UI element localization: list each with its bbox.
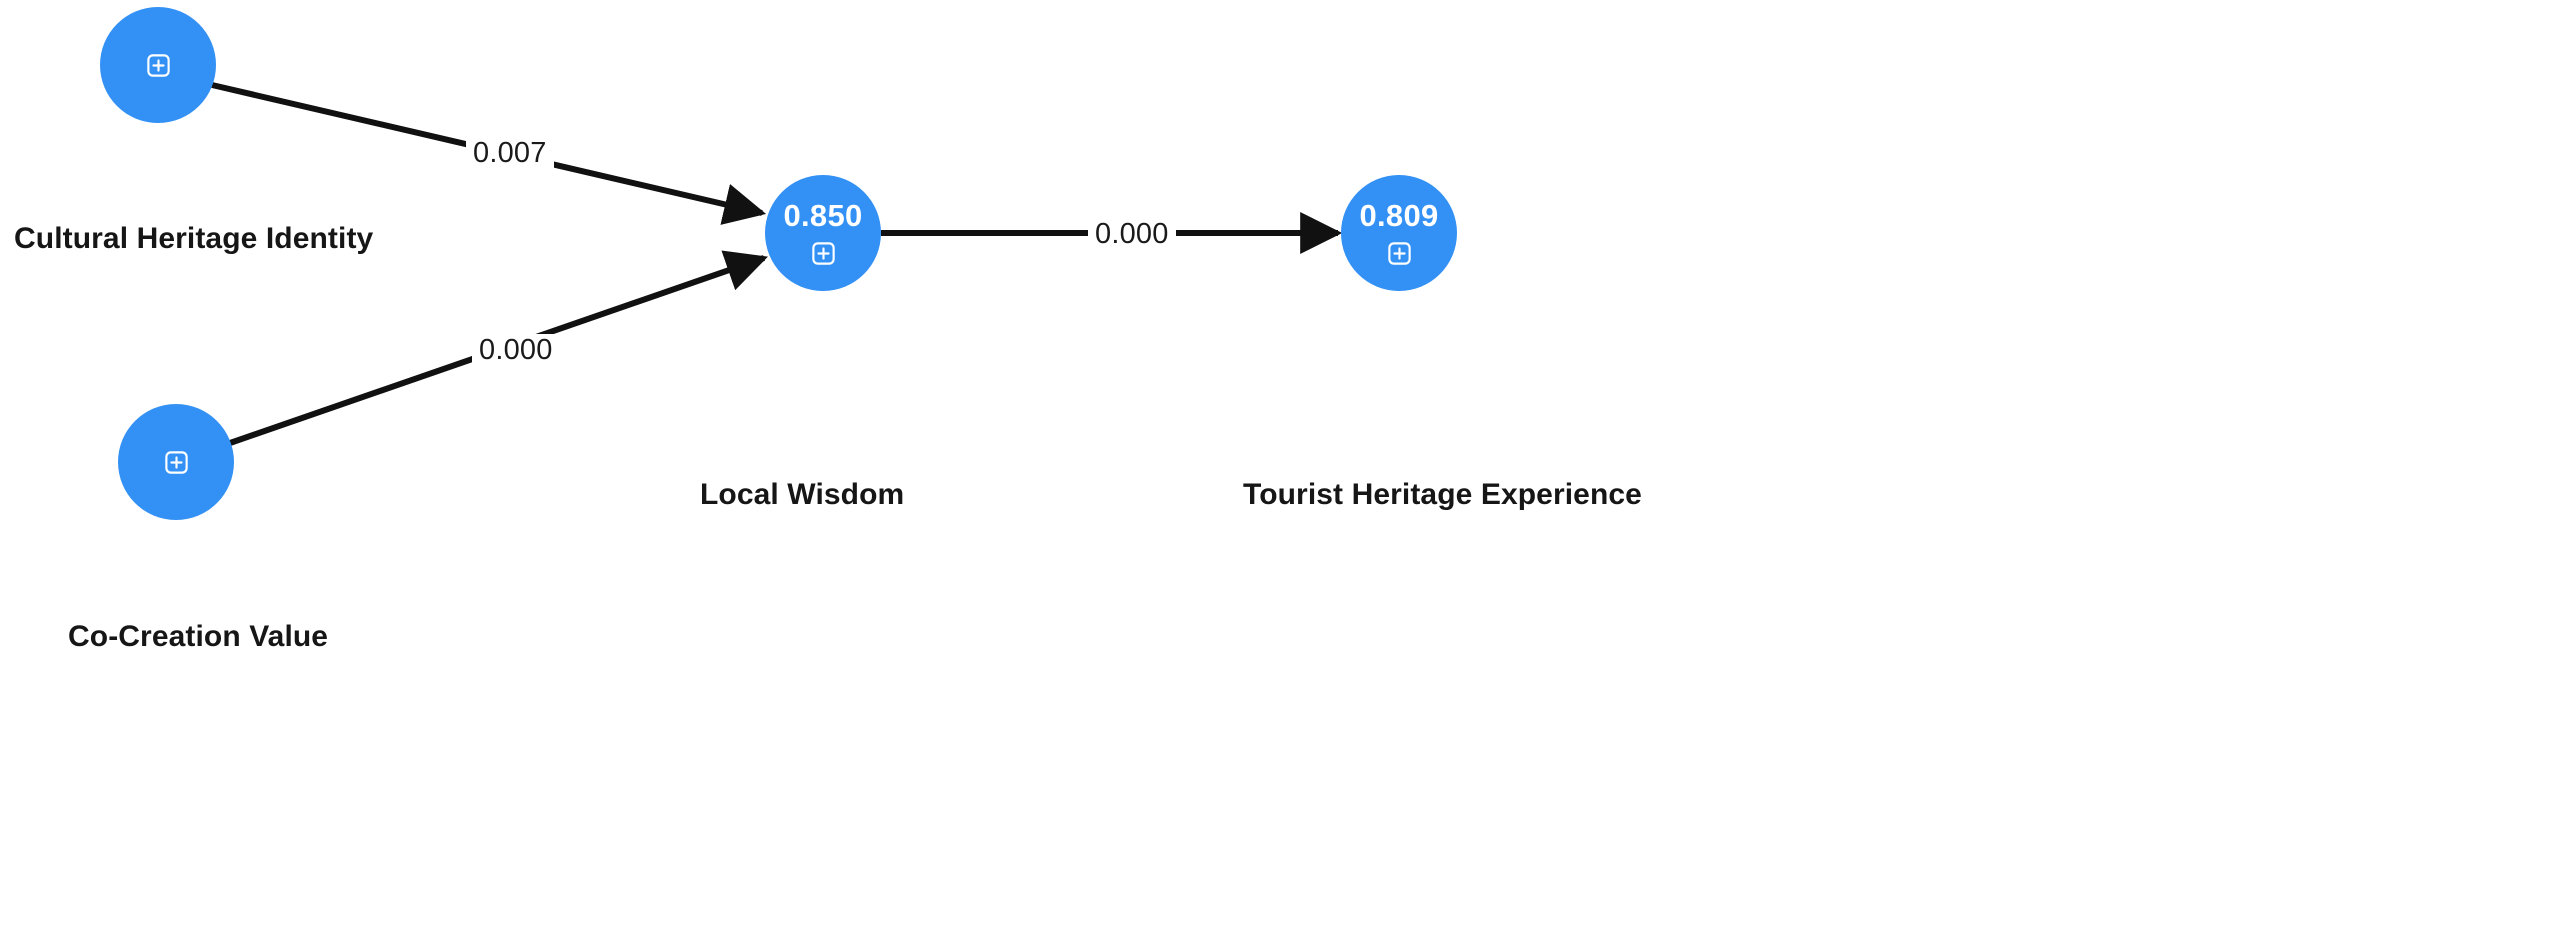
edge-label-chi-to-lw: 0.007 (466, 137, 554, 170)
node-cultural-heritage-identity[interactable] (100, 7, 216, 123)
node-tourist-heritage-experience[interactable]: 0.809 (1341, 175, 1457, 291)
node-label-local-wisdom: Local Wisdom (700, 478, 905, 511)
node-co-creation-value[interactable] (118, 404, 234, 520)
node-value-tourist-heritage-experience: 0.809 (1359, 197, 1439, 233)
edge-label-lw-to-the: 0.000 (1088, 218, 1176, 251)
node-local-wisdom[interactable]: 0.850 (765, 175, 881, 291)
edge-label-ccv-to-lw: 0.000 (472, 334, 560, 367)
node-label-tourist-heritage-experience: Tourist Heritage Experience (1243, 478, 1642, 511)
plus-square-icon (146, 53, 170, 77)
plus-square-icon (811, 241, 835, 265)
plus-square-icon (1387, 241, 1411, 265)
node-label-cultural-heritage-identity: Cultural Heritage Identity (14, 222, 374, 255)
node-value-local-wisdom: 0.850 (783, 197, 863, 233)
node-label-co-creation-value: Co-Creation Value (68, 620, 329, 653)
plus-square-icon (164, 450, 188, 474)
